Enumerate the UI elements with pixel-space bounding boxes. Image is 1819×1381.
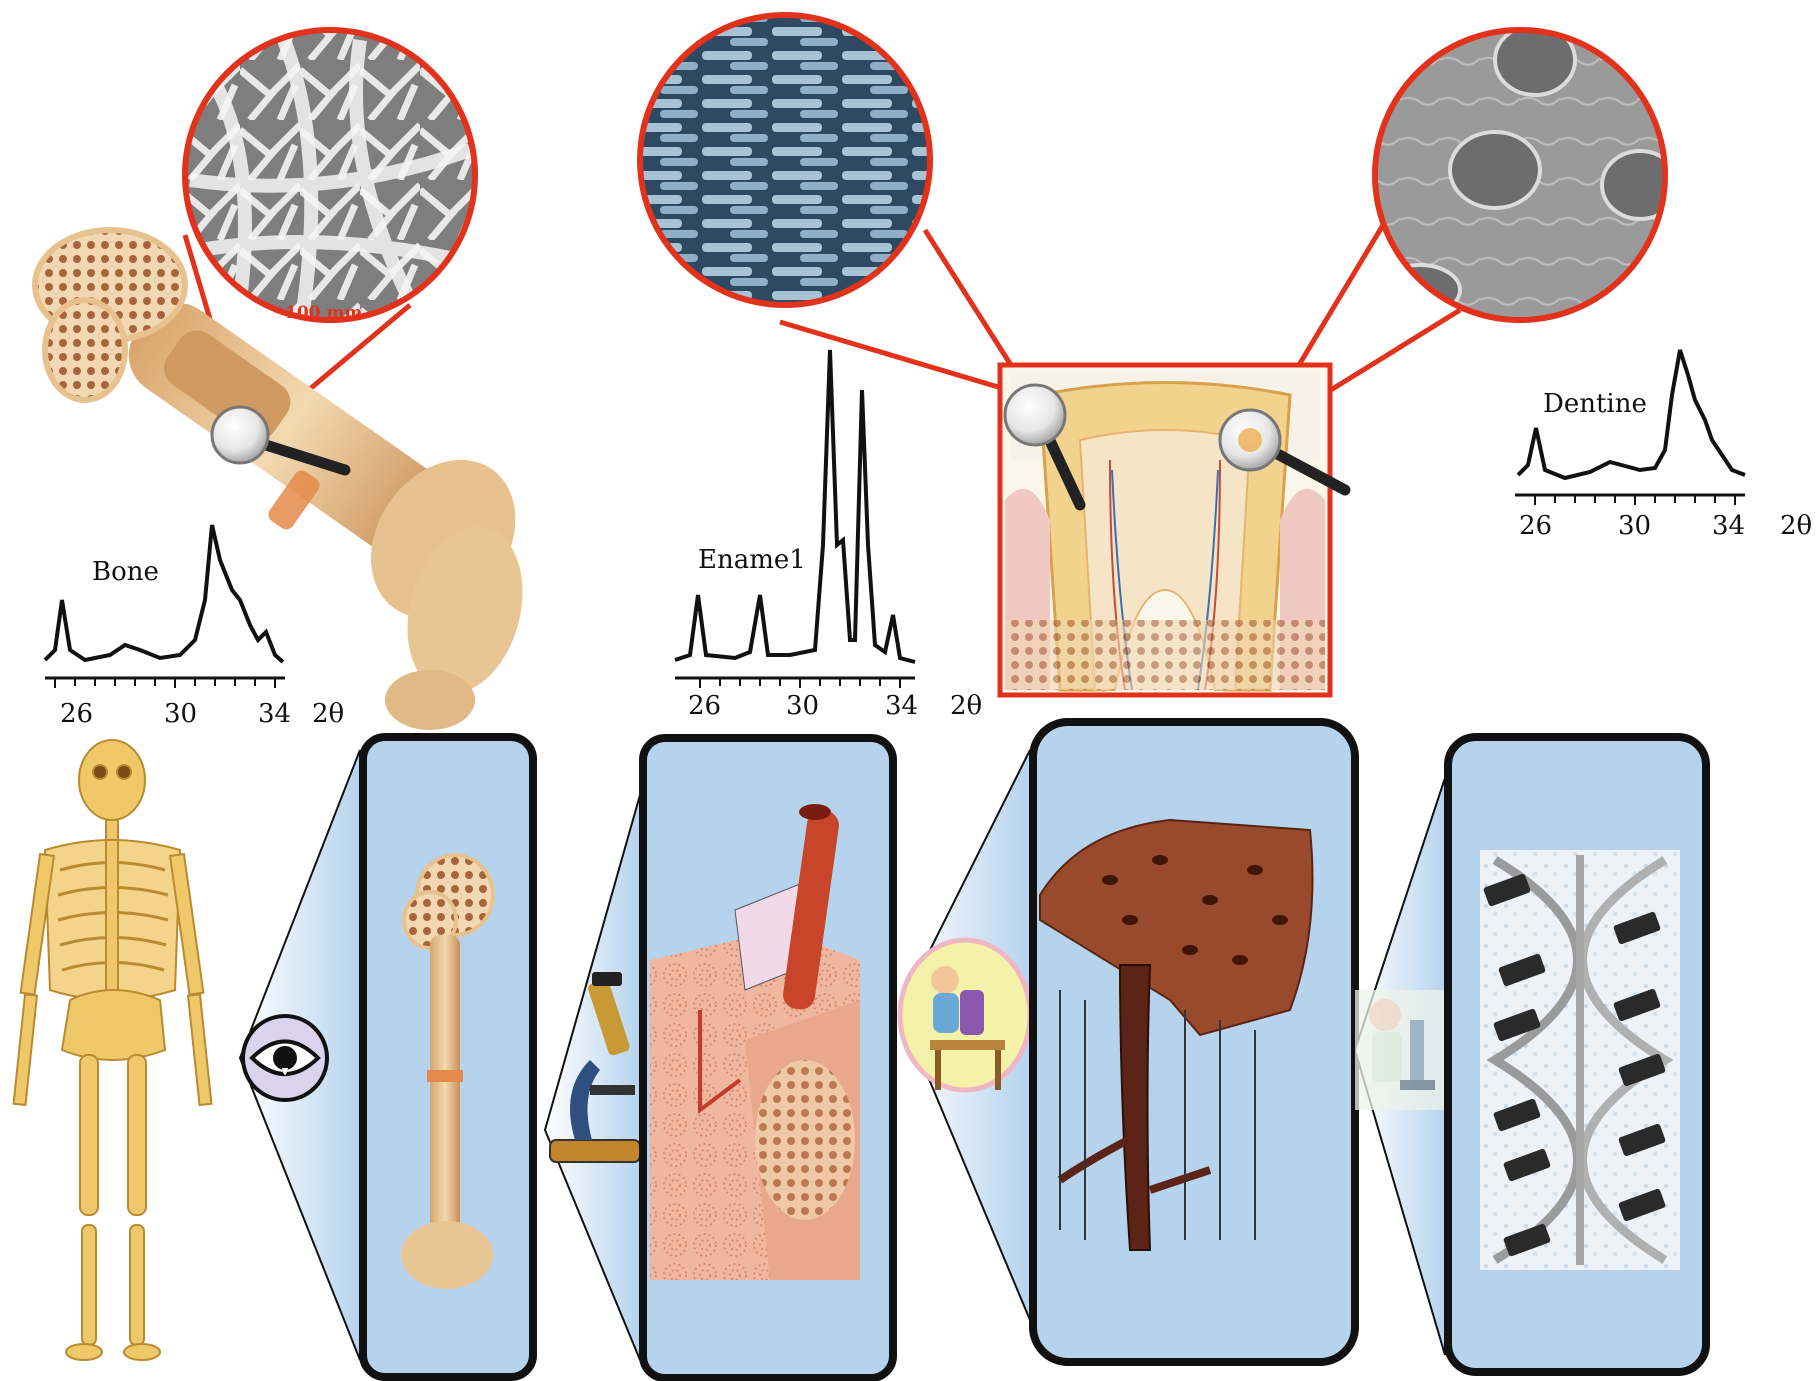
enamel-xrd-spectrum: Ename1 26 30 34 2θ bbox=[674, 349, 982, 721]
bone-spectrum-ticks bbox=[54, 678, 276, 688]
bone-sem-image: 100 mm bbox=[182, 27, 478, 323]
bone-spectrum-label: Bone bbox=[92, 557, 159, 587]
enamel-spectrum-ticks bbox=[699, 678, 901, 688]
bone-tick-label: 26 bbox=[60, 699, 93, 729]
femur-magnifier-icon bbox=[210, 405, 351, 476]
enamel-magnifier-icon bbox=[1003, 383, 1086, 511]
skeleton-illustration bbox=[12, 739, 213, 1361]
dentine-spectrum-curve bbox=[1516, 349, 1746, 481]
enamel-sem-image bbox=[637, 12, 933, 308]
enamel-tick-label: 30 bbox=[786, 691, 819, 721]
dentine-tick-label: 26 bbox=[1519, 511, 1552, 541]
dentine-tick-label: 30 bbox=[1618, 511, 1651, 541]
enamel-tick-label: 26 bbox=[688, 691, 721, 721]
enamel-axis-label: 2θ bbox=[950, 691, 982, 721]
scientist-microscope-icon bbox=[897, 937, 1033, 1093]
dentine-xrd-spectrum: Dentine 26 30 34 2θ bbox=[1515, 349, 1812, 541]
dentine-spectrum-ticks bbox=[1534, 495, 1736, 505]
bone-axis-label: 2θ bbox=[312, 699, 344, 729]
osteon-block-illustration bbox=[650, 804, 860, 1280]
collagen-helix-illustration bbox=[1480, 850, 1680, 1270]
microscope-icon bbox=[549, 972, 641, 1163]
femur-illustration bbox=[32, 227, 523, 730]
researcher-microscope-icon bbox=[1355, 990, 1445, 1110]
dentine-tick-label: 34 bbox=[1712, 511, 1745, 541]
dentine-axis-label: 2θ bbox=[1780, 511, 1812, 541]
bone-spectrum-curve bbox=[43, 524, 285, 664]
bone-xrd-spectrum: Bone 26 30 34 2θ bbox=[43, 524, 344, 729]
dentine-magnifier-icon bbox=[1218, 408, 1351, 496]
dentine-spectrum-label: Dentine bbox=[1543, 389, 1647, 419]
bone-tick-label: 30 bbox=[164, 699, 197, 729]
enamel-sem-connector bbox=[779, 319, 1026, 398]
eye-icon bbox=[241, 1014, 329, 1102]
dentine-sem-image bbox=[1372, 27, 1668, 323]
enamel-spectrum-label: Ename1 bbox=[698, 545, 806, 575]
enamel-tick-label: 34 bbox=[885, 691, 918, 721]
enamel-spectrum-curve bbox=[674, 349, 916, 664]
bone-tick-label: 34 bbox=[258, 699, 291, 729]
whole-femur-illustration bbox=[401, 853, 495, 1289]
panel-lamellae bbox=[1029, 718, 1359, 1366]
bone-sem-scale-bar: 100 mm bbox=[285, 303, 362, 323]
lamella-vessel-illustration bbox=[1039, 818, 1314, 1251]
